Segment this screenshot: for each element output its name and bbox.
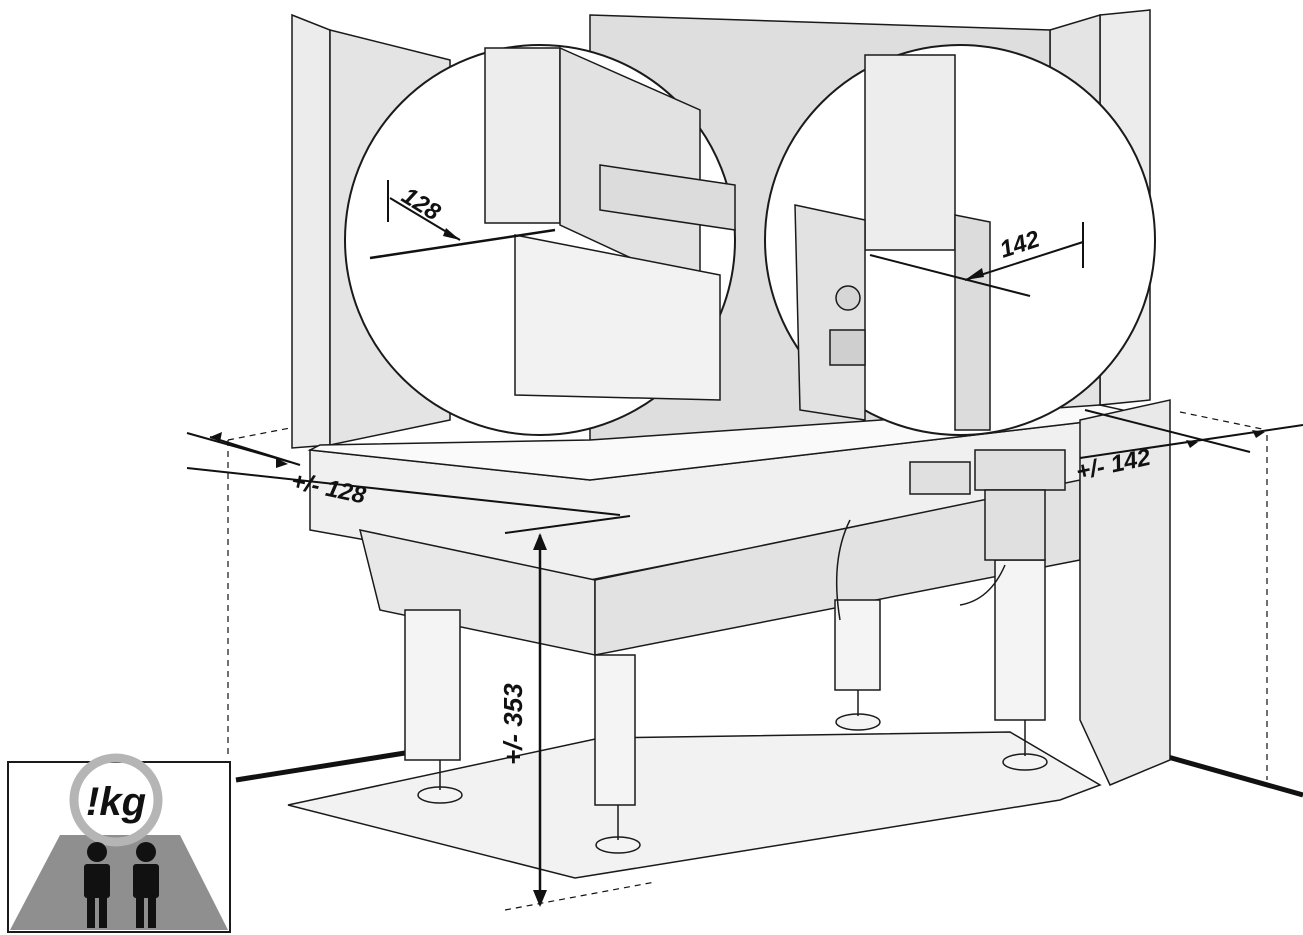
dimension-height-label: +/- 353	[498, 683, 528, 765]
person-icon	[133, 842, 159, 928]
weight-warning-text: !kg	[86, 780, 146, 824]
two-persons-weight-warning-icon: !kg	[7, 753, 231, 933]
lift-mechanism	[835, 449, 1066, 621]
person-icon	[84, 842, 110, 928]
detail-circle-left: 128	[344, 44, 736, 436]
dimension-height: +/- 353	[498, 515, 631, 907]
adjustable-legs	[404, 559, 1048, 854]
detail-circle-right: 142	[764, 44, 1156, 436]
reference-lines	[227, 411, 1303, 911]
